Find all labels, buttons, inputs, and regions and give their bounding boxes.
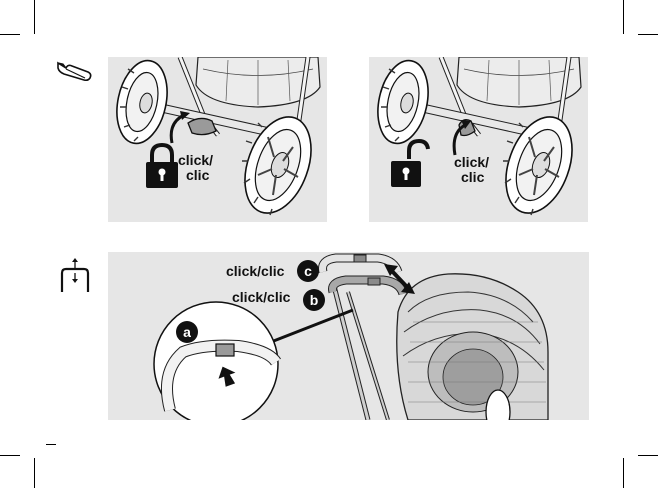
unlock-icon bbox=[391, 141, 428, 187]
crop-mark bbox=[623, 458, 624, 488]
handlebar-adjust-panel: click/clic c click/clic b a bbox=[108, 252, 589, 420]
lock-icon bbox=[146, 145, 178, 188]
callout-c-text: click/clic bbox=[226, 263, 285, 279]
click-label-line2: clic bbox=[461, 169, 485, 185]
callout-b-text: click/clic bbox=[232, 289, 291, 305]
crop-mark bbox=[638, 455, 658, 456]
crop-mark bbox=[0, 455, 20, 456]
callout-b-letter: b bbox=[310, 292, 319, 308]
foot-press-icon bbox=[54, 60, 94, 84]
handlebar-adjust-illustration: click/clic c click/clic b a bbox=[108, 252, 589, 420]
zoom-detail-a: a bbox=[154, 302, 278, 420]
crop-mark bbox=[0, 34, 20, 35]
crop-mark bbox=[623, 0, 624, 34]
brake-unlock-illustration: click/ clic bbox=[369, 57, 588, 222]
callout-b-badge: b bbox=[303, 289, 325, 311]
callout-a-letter: a bbox=[183, 324, 191, 340]
crop-mark bbox=[34, 458, 35, 488]
callout-c-badge: c bbox=[297, 260, 319, 282]
brake-lock-panel: click/ clic bbox=[108, 57, 327, 222]
click-label-line1: click/ bbox=[454, 154, 489, 170]
crop-mark bbox=[34, 0, 35, 34]
brake-lock-illustration: click/ clic bbox=[108, 57, 327, 222]
crop-mark bbox=[638, 34, 658, 35]
click-label-line2: clic bbox=[186, 167, 210, 183]
crop-mark bbox=[46, 444, 56, 445]
click-label-line1: click/ bbox=[178, 152, 213, 168]
handlebar-height-icon bbox=[58, 258, 92, 296]
callout-c-letter: c bbox=[304, 263, 312, 279]
brake-unlock-panel: click/ clic bbox=[369, 57, 588, 222]
